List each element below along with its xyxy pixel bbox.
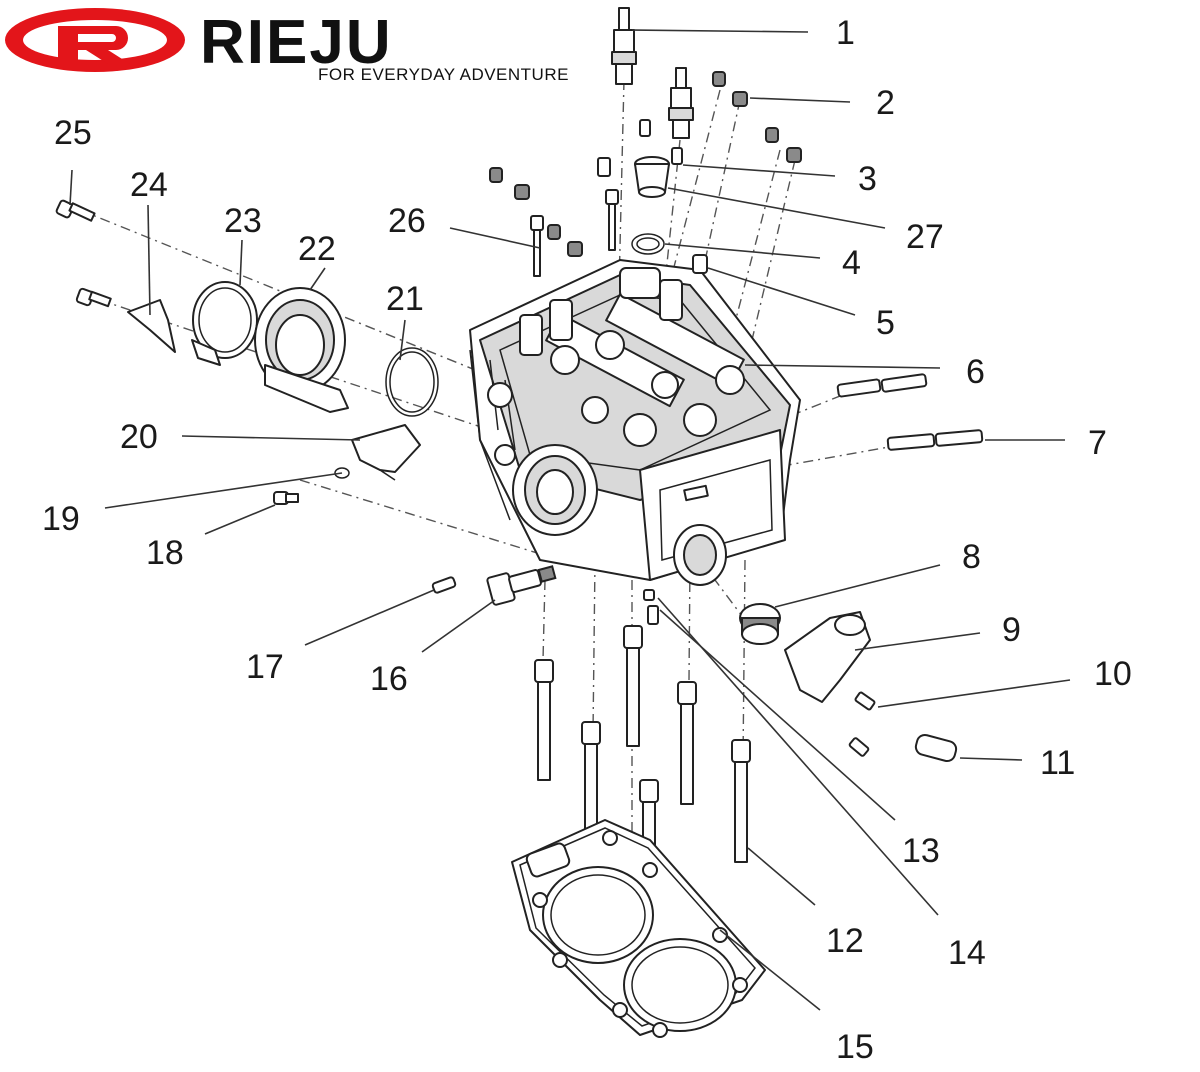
lower-pins — [643, 589, 659, 625]
callout-10: 10 — [1094, 655, 1132, 693]
callout-15: 15 — [836, 1028, 874, 1066]
plug-cap — [631, 156, 670, 255]
callout-14: 14 — [948, 934, 986, 972]
callout-18: 18 — [146, 534, 184, 572]
head-gasket — [511, 819, 766, 1038]
callout-12: 12 — [826, 922, 864, 960]
callout-23: 23 — [224, 202, 262, 240]
brand-tagline: FOR EVERYDAY ADVENTURE — [318, 65, 569, 84]
dowel-pins — [597, 119, 708, 274]
intake-assembly — [55, 199, 439, 417]
callout-9: 9 — [1002, 611, 1021, 649]
callout-13: 13 — [902, 832, 940, 870]
left-lower-parts — [273, 424, 557, 606]
brand-logo: RIEJU FOR EVERYDAY ADVENTURE — [5, 8, 569, 84]
callout-17: 17 — [246, 648, 284, 686]
callout-22: 22 — [298, 230, 336, 268]
spark-plug-2 — [668, 67, 694, 139]
callout-27: 27 — [906, 218, 944, 256]
callout-8: 8 — [962, 538, 981, 576]
callout-20: 20 — [120, 418, 158, 456]
callout-6: 6 — [966, 353, 985, 391]
callout-21: 21 — [386, 280, 424, 318]
head-bolts-top — [530, 189, 619, 277]
brand-name: RIEJU — [200, 8, 393, 77]
callout-3: 3 — [858, 160, 877, 198]
spark-plug-1 — [611, 7, 637, 85]
callout-numbers: 1 2 3 4 5 6 7 8 9 10 11 12 13 14 15 16 1… — [42, 14, 1132, 1066]
callout-2: 2 — [876, 84, 895, 122]
callout-26: 26 — [388, 202, 426, 240]
callout-24: 24 — [130, 166, 168, 204]
callout-25: 25 — [54, 114, 92, 152]
water-outlet-parts — [739, 603, 958, 763]
callout-1: 1 — [836, 14, 855, 52]
callout-5: 5 — [876, 304, 895, 342]
cylinder-head — [469, 259, 801, 586]
pins-right — [836, 373, 984, 451]
leader-lines — [69, 29, 1071, 1011]
callout-19: 19 — [42, 500, 80, 538]
valve-stem-seals — [489, 71, 802, 257]
callout-11: 11 — [1040, 744, 1075, 782]
callout-16: 16 — [370, 660, 408, 698]
callout-4: 4 — [842, 244, 861, 282]
callout-7: 7 — [1088, 424, 1107, 462]
